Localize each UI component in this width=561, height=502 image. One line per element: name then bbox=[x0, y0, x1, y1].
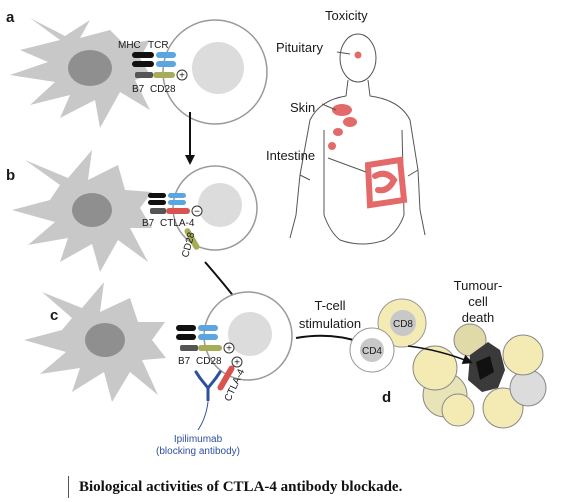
dendritic-cell-a bbox=[10, 18, 150, 128]
mhc-tcr-complex-a bbox=[132, 52, 176, 67]
tumour-label: Tumour- bbox=[454, 278, 503, 293]
intestine-leader bbox=[327, 157, 367, 173]
ctla4-label-b: CTLA-4 bbox=[160, 218, 195, 229]
skin-label: Skin bbox=[290, 100, 315, 115]
b7-cd28-complex-c bbox=[180, 345, 222, 351]
toxicity-title: Toxicity bbox=[325, 8, 368, 23]
signal-minus-b: − bbox=[194, 207, 200, 218]
dendritic-cell-b bbox=[12, 150, 152, 272]
ctla4-diagram: a + MHC TCR B7 CD28 b bbox=[6, 8, 547, 457]
dendritic-cell-c bbox=[24, 282, 166, 402]
figure-caption: Biological activities of CTLA-4 antibody… bbox=[68, 476, 402, 498]
cd8-tcell bbox=[377, 298, 427, 348]
tcr-label: TCR bbox=[148, 40, 169, 51]
death-label: death bbox=[462, 310, 495, 325]
b7-ctla4-complex-b bbox=[150, 208, 190, 214]
mhc-tcr-complex-b bbox=[148, 193, 186, 205]
antibody-leader-line bbox=[197, 401, 209, 431]
ipilimumab-label: Ipilimumab bbox=[174, 434, 223, 445]
cell-label: cell bbox=[468, 294, 488, 309]
b7-label-b: B7 bbox=[142, 218, 155, 229]
cd28-label-a: CD28 bbox=[150, 84, 176, 95]
intestine-toxicity bbox=[364, 156, 408, 209]
blocking-antibody-label: (blocking antibody) bbox=[156, 446, 240, 457]
pituitary-marker bbox=[354, 51, 362, 59]
panel-label-c: c bbox=[50, 307, 58, 324]
panel-label-d: d bbox=[382, 389, 391, 406]
intestine-label: Intestine bbox=[266, 148, 315, 163]
b7-label-a: B7 bbox=[132, 84, 145, 95]
killing-arrow bbox=[407, 345, 473, 365]
cd4-label: CD4 bbox=[362, 346, 382, 357]
signal-plus-c2: + bbox=[234, 358, 240, 369]
cd28-label-c: CD28 bbox=[196, 356, 222, 367]
cd8-label: CD8 bbox=[393, 319, 413, 330]
human-body-outline bbox=[289, 33, 426, 245]
panel-label-a: a bbox=[6, 9, 15, 26]
signal-circle-b bbox=[191, 205, 203, 217]
mhc-label: MHC bbox=[118, 40, 141, 51]
ipilimumab-antibody bbox=[194, 370, 222, 402]
pituitary-label: Pituitary bbox=[276, 40, 323, 55]
t-cell-c bbox=[203, 291, 293, 381]
signal-plus-a: + bbox=[179, 71, 185, 82]
pituitary-leader bbox=[336, 51, 351, 55]
mhc-tcr-complex-c bbox=[176, 325, 218, 340]
signal-circle-c1 bbox=[223, 342, 235, 354]
signal-circle-c2 bbox=[231, 356, 243, 368]
t-cell-a bbox=[162, 19, 268, 125]
panel-label-b: b bbox=[6, 167, 15, 184]
b7-label-c: B7 bbox=[178, 356, 191, 367]
signal-plus-c1: + bbox=[226, 344, 232, 355]
stimulation-label: stimulation bbox=[299, 316, 361, 331]
b7-cd28-complex-a bbox=[135, 72, 175, 78]
ctla4-receptor-c bbox=[217, 365, 235, 391]
cd4-tcell bbox=[349, 327, 395, 373]
tumour-cluster bbox=[412, 323, 547, 429]
tcell-label: T-cell bbox=[314, 298, 345, 313]
t-cell-b bbox=[172, 165, 258, 251]
skin-leader bbox=[321, 103, 337, 111]
stimulation-arrow bbox=[295, 334, 363, 345]
signal-circle-a bbox=[176, 69, 188, 81]
cd28-receptor-b bbox=[184, 228, 200, 250]
skin-toxicity-patches bbox=[328, 104, 357, 150]
